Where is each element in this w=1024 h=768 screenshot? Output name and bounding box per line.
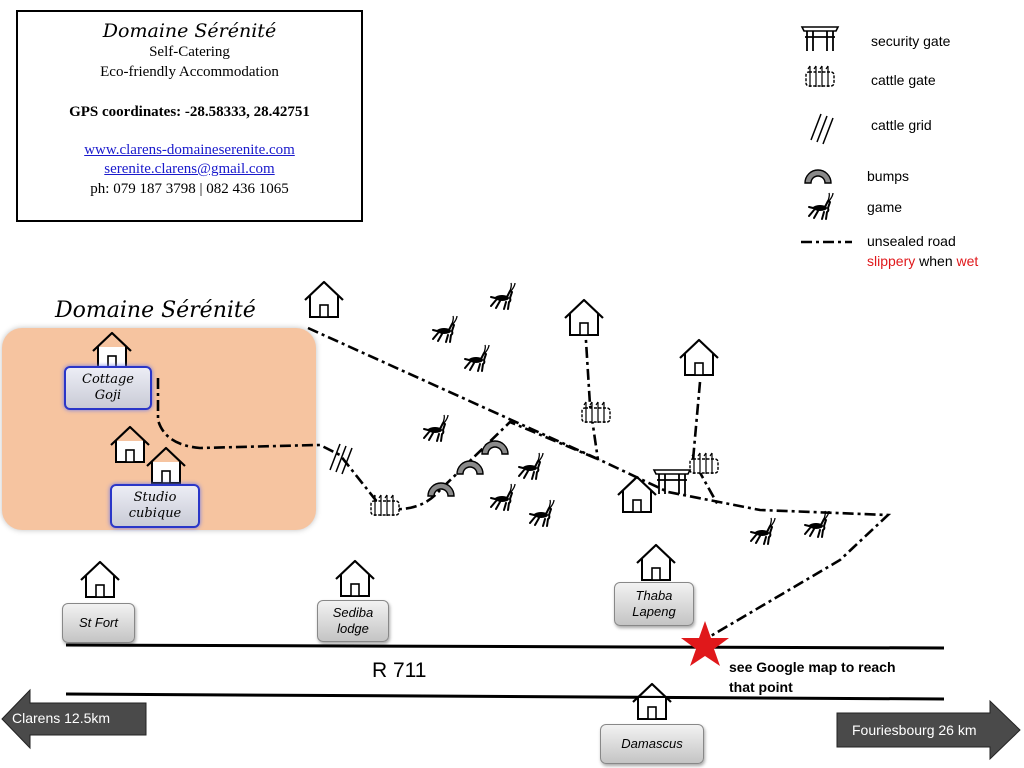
cattle-grid-icon — [810, 113, 834, 145]
bump-icon — [427, 482, 455, 497]
legend-slippery: slippery — [867, 253, 916, 269]
house-icon — [303, 280, 345, 319]
star-marker-icon — [681, 621, 729, 666]
antelope-icon — [529, 499, 555, 527]
st-fort-box[interactable]: St Fort — [62, 603, 135, 643]
unsealed-roads — [156, 324, 892, 642]
fouriesbourg-label: Fouriesbourg 26 km — [852, 722, 977, 738]
note-line1: see Google map to reach — [729, 659, 896, 675]
security-gate-icon — [653, 469, 691, 495]
info-box: Domaine Sérénité Self-Catering Eco-frien… — [16, 10, 363, 222]
note-line2: that point — [729, 679, 793, 695]
cattle-grid-icon — [329, 443, 353, 475]
antelope-icon — [750, 517, 776, 545]
clarens-arrow[interactable] — [1, 688, 147, 750]
house-icon — [334, 559, 376, 598]
antelope-icon — [490, 282, 516, 310]
lower-road-line — [65, 692, 945, 701]
info-title: Domaine Sérénité — [102, 20, 277, 42]
antelope-icon — [490, 483, 516, 511]
bump-icon — [456, 460, 484, 475]
legend-bumps: bumps — [867, 168, 910, 184]
cattle-gate-icon — [581, 401, 611, 424]
gps-coordinates: GPS coordinates: -28.58333, 28.42751 — [69, 104, 310, 120]
antelope-icon — [518, 452, 544, 480]
legend-cattle-gate: cattle gate — [871, 72, 936, 88]
lapeng-label: Lapeng — [632, 604, 676, 619]
legend-game: game — [867, 199, 903, 215]
antelope-icon — [808, 192, 834, 220]
road-name: R 711 — [372, 659, 427, 682]
website-link[interactable]: www.clarens-domaineserenite.com — [84, 142, 295, 158]
legend-slippery-note: slippery when wet — [867, 253, 978, 269]
cottage-label: Cottage — [82, 372, 134, 387]
house-icon — [678, 338, 720, 377]
cubique-label: cubique — [128, 506, 182, 521]
damascus-label: Damascus — [621, 736, 683, 751]
antelope-icon — [464, 344, 490, 372]
lodge-label: lodge — [337, 621, 369, 636]
house-icon — [79, 560, 121, 599]
legend-wet: wet — [956, 253, 979, 269]
estate-title: Domaine Sérénité — [55, 298, 256, 323]
legend-cattle-grid: cattle grid — [871, 117, 932, 133]
antelope-icon — [432, 315, 458, 343]
bump-icon — [481, 440, 509, 455]
security-gate-icon — [801, 26, 839, 52]
antelope-icon — [804, 510, 830, 538]
goji-label: Goji — [94, 388, 122, 403]
damascus-box[interactable]: Damascus — [600, 724, 704, 764]
cattle-gate-icon — [805, 65, 835, 88]
fouriesbourg-arrow[interactable] — [836, 699, 1021, 761]
info-eco-friendly: Eco-friendly Accommodation — [100, 64, 279, 80]
legend-unsealed-road: unsealed road — [867, 233, 956, 249]
info-self-catering: Self-Catering — [149, 44, 230, 60]
st-fort-label: St Fort — [78, 615, 118, 630]
cattle-gate-icon — [370, 494, 400, 517]
thaba-label: Thaba — [635, 588, 673, 603]
cattle-gate-icon — [689, 452, 719, 475]
email-link[interactable]: serenite.clarens@gmail.com — [104, 161, 275, 177]
legend-when: when — [919, 253, 953, 269]
antelope-icon — [423, 414, 449, 442]
bump-icon — [804, 169, 832, 184]
house-icon — [631, 682, 673, 721]
house-icon — [563, 298, 605, 337]
phone-numbers: ph: 079 187 3798 | 082 436 1065 — [90, 181, 289, 197]
house-icon — [635, 543, 677, 582]
studio-label: Studio — [133, 490, 177, 505]
clarens-label: Clarens 12.5km — [12, 710, 111, 726]
legend-security-gate: security gate — [871, 33, 951, 49]
google-map-note: see Google map to reach that point — [729, 657, 929, 697]
sediba-label: Sediba — [332, 605, 374, 620]
r711-road-line — [65, 643, 945, 650]
